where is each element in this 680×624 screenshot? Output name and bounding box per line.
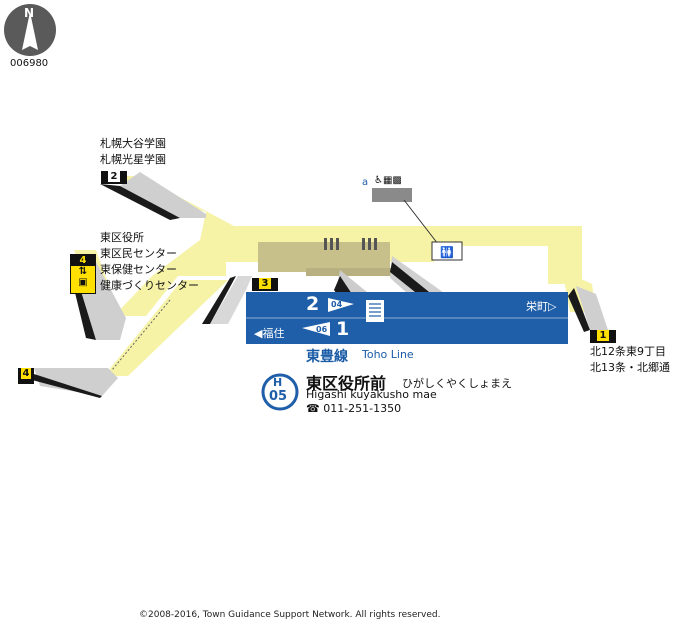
car-number-upper: 04 [331,300,343,309]
exit-1-dest-2: 北13条・北郷通 [590,361,670,374]
copyright-row: ©2008-2016, Town Guidance Support Networ… [139,610,441,620]
copyright-icon: © [139,610,148,620]
copyright-text: 2008-2016, Town Guidance Support Network… [148,610,441,620]
elevator-car-icon: ▣ [78,277,88,288]
facility-box [372,188,412,202]
line-name-en: Toho Line [362,348,414,361]
direction-left: ◀福住 [254,327,285,340]
car-number-lower: 06 [316,325,328,334]
exit-4e-dest-4: 健康づくりセンター [100,279,199,292]
nursing-room-icon: ▩ [392,175,402,186]
elevator-icon: ⇅ [78,266,88,277]
exit-4-badge: 4 [18,368,34,384]
compass [4,4,56,56]
exit-2-dest-1: 札幌大谷学園 [100,137,166,150]
facility-icons: ♿▦▩ [374,175,402,186]
station-code-number: 05 [269,389,288,404]
track-1-number: 1 [336,318,350,340]
exit-4e-dest-3: 東保健センター [100,263,177,276]
line-name-ja: 東豊線 [306,349,348,365]
accessible-icon: ♿ [374,175,383,186]
station-phone-row: ☎ 011-251-1350 [306,402,401,415]
track-2-number: 2 [306,293,320,315]
exit-4-elevator-badge: 4 ⇅ ▣ [70,254,96,294]
station-name-ja: 東区役所前 [306,374,387,393]
exit-2-badge: 2 [101,171,127,184]
facility-label: a [362,177,369,188]
exit-1-dest-1: 北12条東9丁目 [590,345,666,358]
station-name-kana: ひがしくやくしょまえ [402,377,512,390]
station-code-badge [261,373,299,411]
phone-icon: ☎ [306,402,320,415]
exit-4e-dest-2: 東区民センター [100,247,177,260]
exit-3-badge: 3 [252,278,278,291]
exit-1-badge: 1 [590,330,616,343]
direction-right: 栄町▷ [526,300,557,313]
station-phone: 011-251-1350 [323,402,402,415]
svg-text:🚻: 🚻 [440,246,454,259]
compass-label: N [24,6,35,20]
exit-4e-dest-1: 東区役所 [100,231,144,244]
wheelchair-icon: ▦ [382,175,393,186]
restroom-sign [431,241,463,261]
station-code-letter: H [273,376,283,389]
map-id: 006980 [10,58,49,69]
exit-2-dest-2: 札幌光星学園 [100,153,166,166]
station-name-en: Higashi kuyakusho mae [306,388,437,401]
